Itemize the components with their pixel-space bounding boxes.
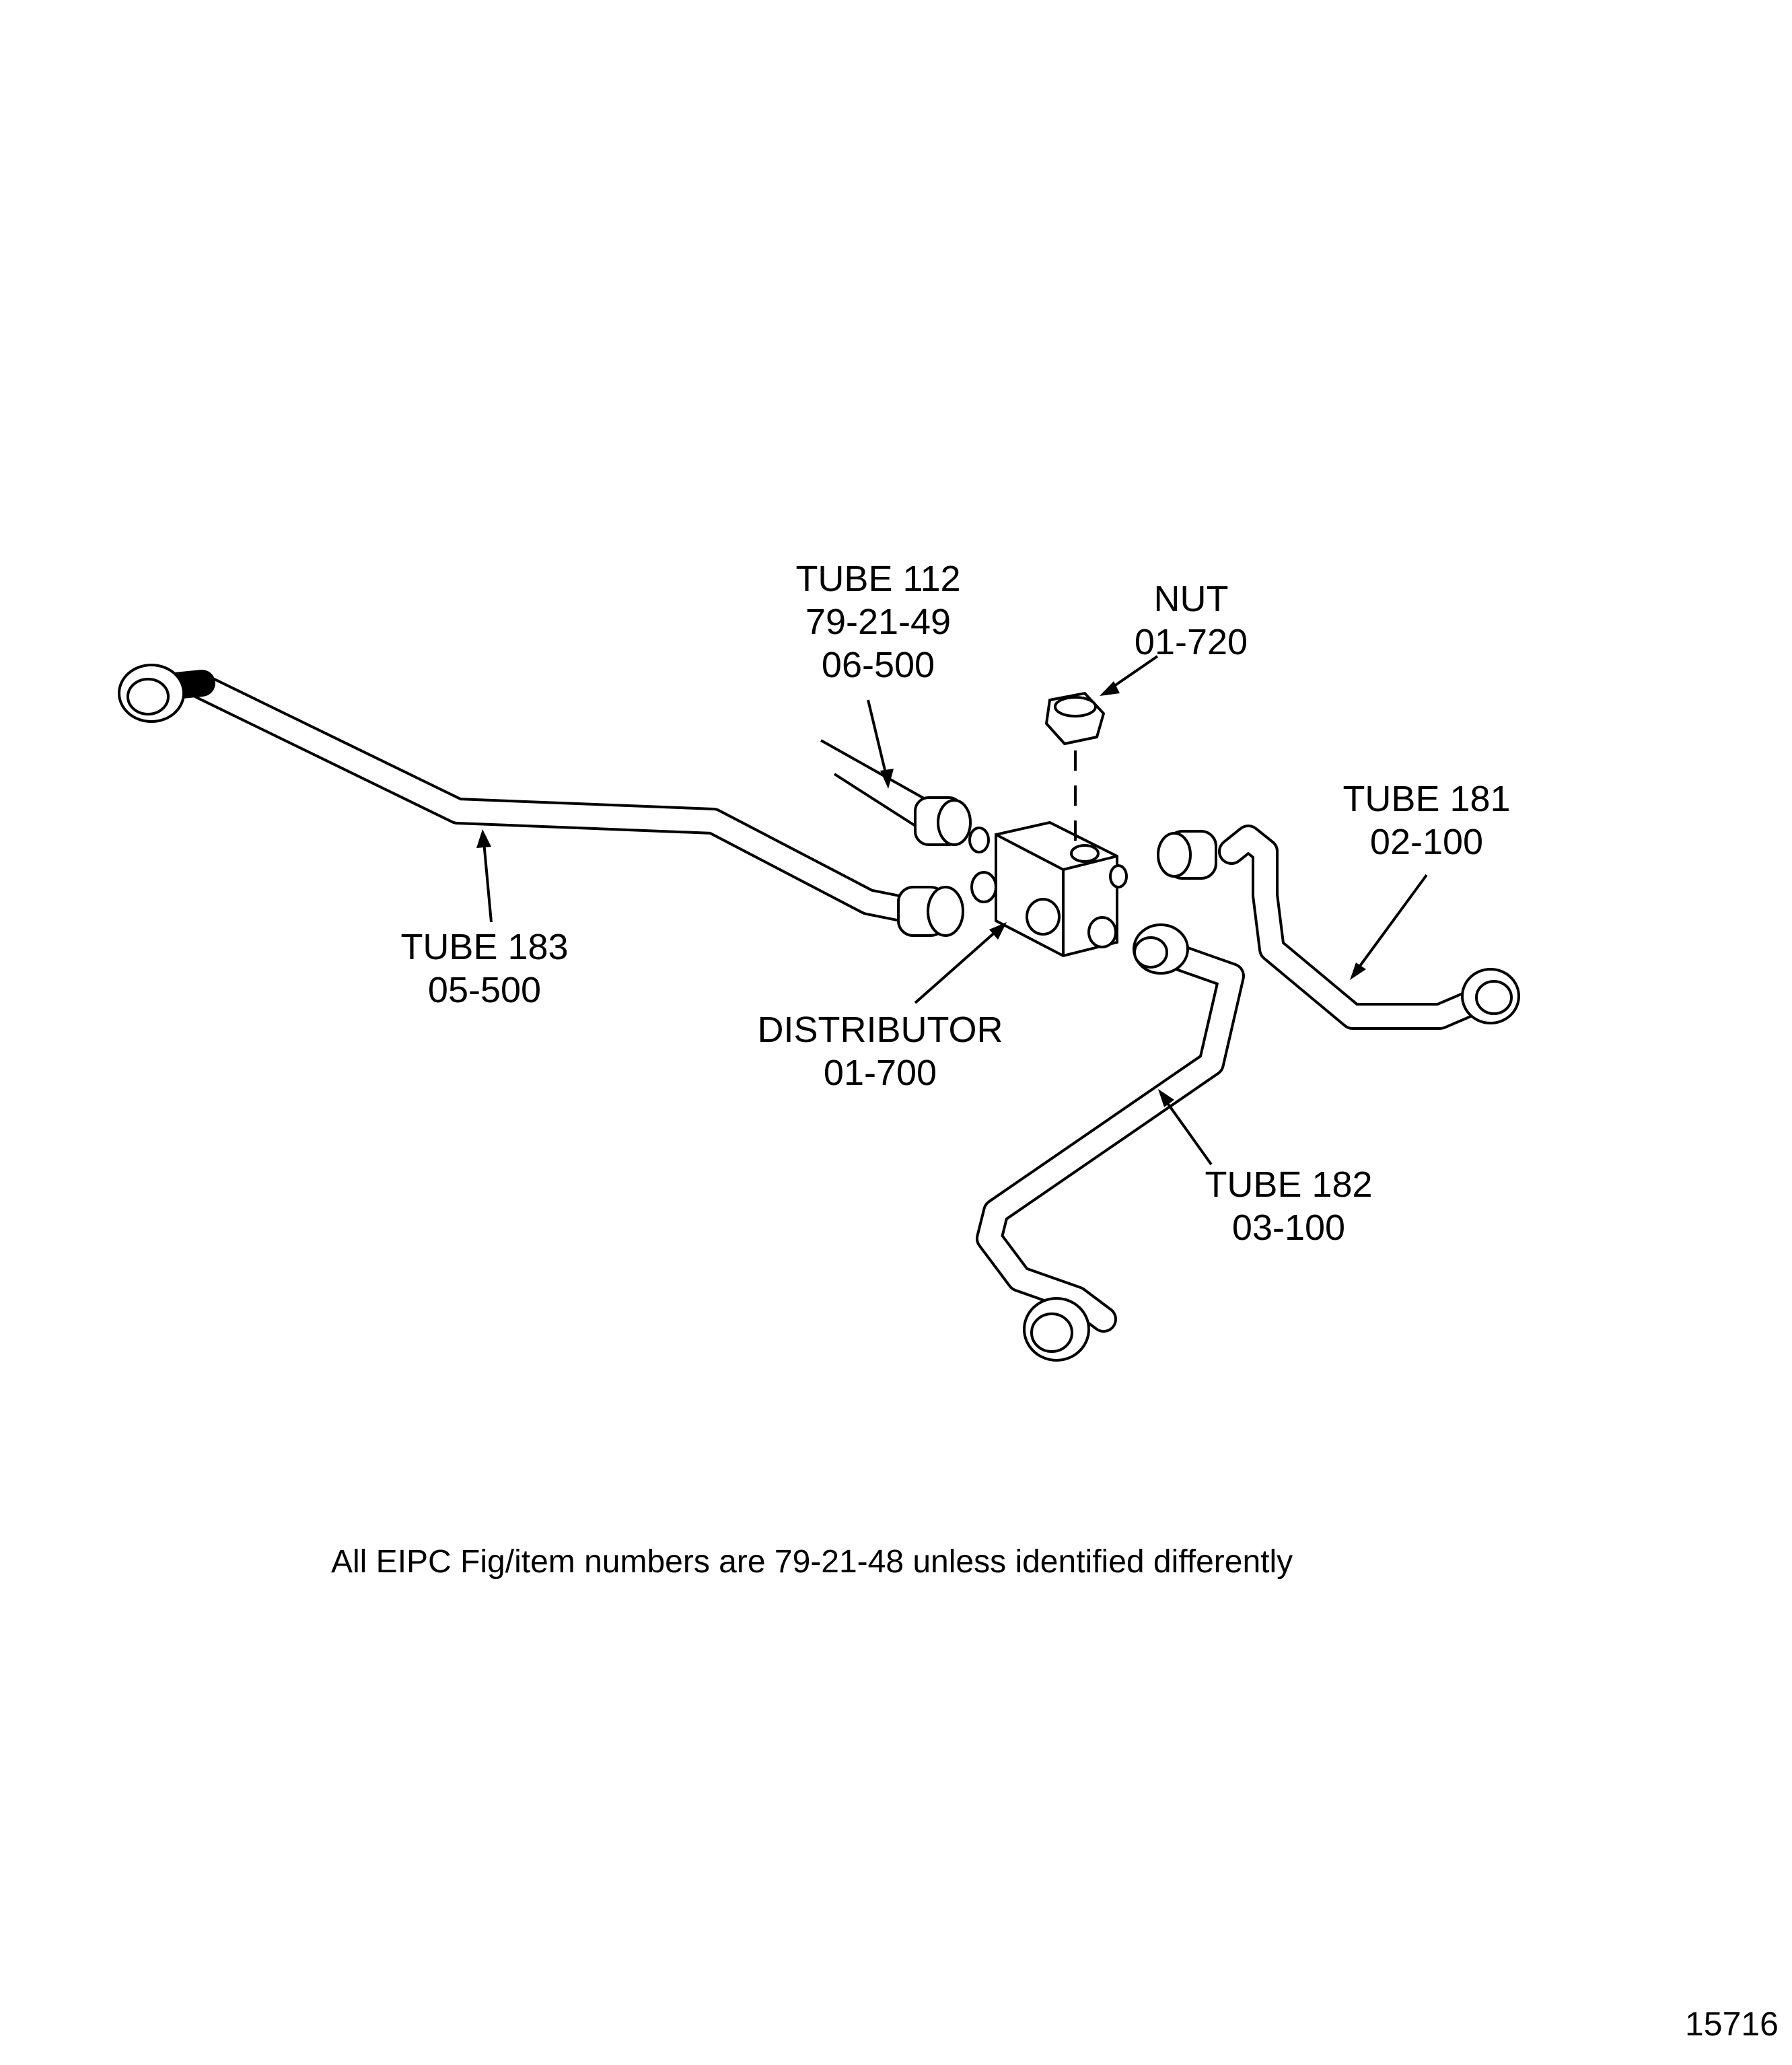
callout-tube-182: TUBE 182 03-100 <box>1205 1163 1372 1249</box>
callout-tube-112: TUBE 112 79-21-49 06-500 <box>795 557 960 687</box>
distributor-port-4 <box>1087 916 1117 948</box>
leader-distributor <box>914 924 1004 1004</box>
distributor-block <box>968 820 1128 958</box>
callout-tube-183-name: TUBE 183 <box>400 927 569 967</box>
callout-tube-182-item: 03-100 <box>1231 1208 1346 1248</box>
leader-tube-182 <box>1159 1092 1213 1166</box>
figure-number: 15716 <box>1684 2005 1779 2043</box>
callout-tube-181-name: TUBE 181 <box>1342 779 1511 819</box>
tube-181 <box>1157 825 1520 1030</box>
callout-tube-181: TUBE 181 02-100 <box>1342 777 1510 864</box>
leader-tube-181 <box>1351 874 1428 977</box>
callout-tube-112-ref: 79-21-49 <box>805 602 952 642</box>
callout-nut-name: NUT <box>1153 579 1229 619</box>
callout-distributor: DISTRIBUTOR 01-700 <box>757 1008 1003 1094</box>
callout-distributor-item: 01-700 <box>823 1053 937 1093</box>
tube-183 <box>118 664 964 937</box>
tube-182 <box>976 923 1245 1362</box>
distributor-port-5 <box>1109 864 1128 888</box>
callout-tube-182-name: TUBE 182 <box>1205 1164 1373 1205</box>
leader-lines <box>476 655 1428 1166</box>
callout-distributor-name: DISTRIBUTOR <box>757 1010 1003 1050</box>
callout-tube-112-name: TUBE 112 <box>795 559 961 599</box>
callout-nut: NUT 01-720 <box>1135 578 1248 664</box>
nut-part <box>1044 691 1106 841</box>
leader-tube-183 <box>482 834 493 923</box>
callout-tube-183: TUBE 183 05-500 <box>400 925 568 1012</box>
tube-112 <box>820 739 972 846</box>
callout-tube-112-item: 06-500 <box>821 645 935 685</box>
distributor-port-3 <box>1026 898 1061 936</box>
distributor-port-1 <box>968 827 990 853</box>
callout-tube-183-item: 05-500 <box>427 970 542 1010</box>
callout-nut-item: 01-720 <box>1134 622 1248 662</box>
footnote: All EIPC Fig/item numbers are 79-21-48 u… <box>331 1544 1293 1580</box>
callout-tube-181-item: 02-100 <box>1369 822 1484 862</box>
distributor-port-2 <box>970 871 997 903</box>
